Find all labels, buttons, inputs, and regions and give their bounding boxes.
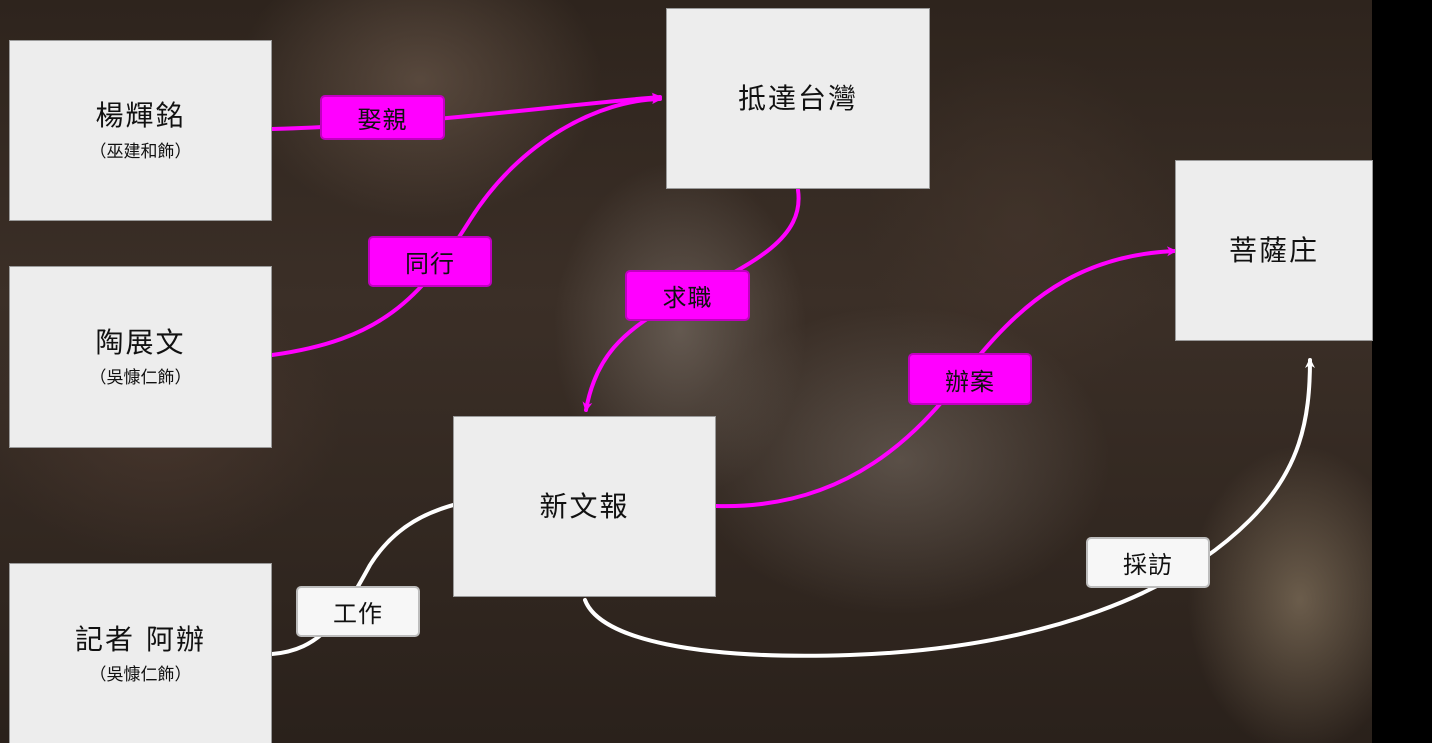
node-reporter-name: 記者 阿辦 [75,622,206,656]
edge-label-job: 求職 [625,270,750,321]
edge-label-together: 同行 [368,236,492,287]
node-newspaper-name: 新文報 [539,489,630,523]
node-arrive-name: 抵達台灣 [737,81,858,115]
edge-label-work: 工作 [296,586,420,637]
node-tao-name: 陶展文 [95,325,186,359]
node-yang: 楊輝銘 （巫建和飾） [9,40,272,221]
edge-interview [583,358,1315,658]
node-village: 菩薩庄 [1175,160,1373,341]
node-tao: 陶展文 （吳慷仁飾） [9,266,272,448]
right-black-band [1372,0,1432,743]
node-village-name: 菩薩庄 [1228,233,1319,267]
node-newspaper: 新文報 [453,416,716,597]
edge-label-interview: 採訪 [1086,537,1210,588]
node-reporter: 記者 阿辦 （吳慷仁飾） [9,563,272,743]
node-yang-sub: （巫建和飾） [89,141,192,162]
node-tao-sub: （吳慷仁飾） [89,368,192,389]
edge-work [270,498,467,656]
node-arrive: 抵達台灣 [666,8,930,189]
node-yang-name: 楊輝銘 [95,99,186,133]
edge-label-case: 辦案 [908,353,1032,405]
node-reporter-sub: （吳慷仁飾） [89,665,192,686]
edge-together [270,94,662,357]
edge-label-marry: 娶親 [320,95,445,140]
